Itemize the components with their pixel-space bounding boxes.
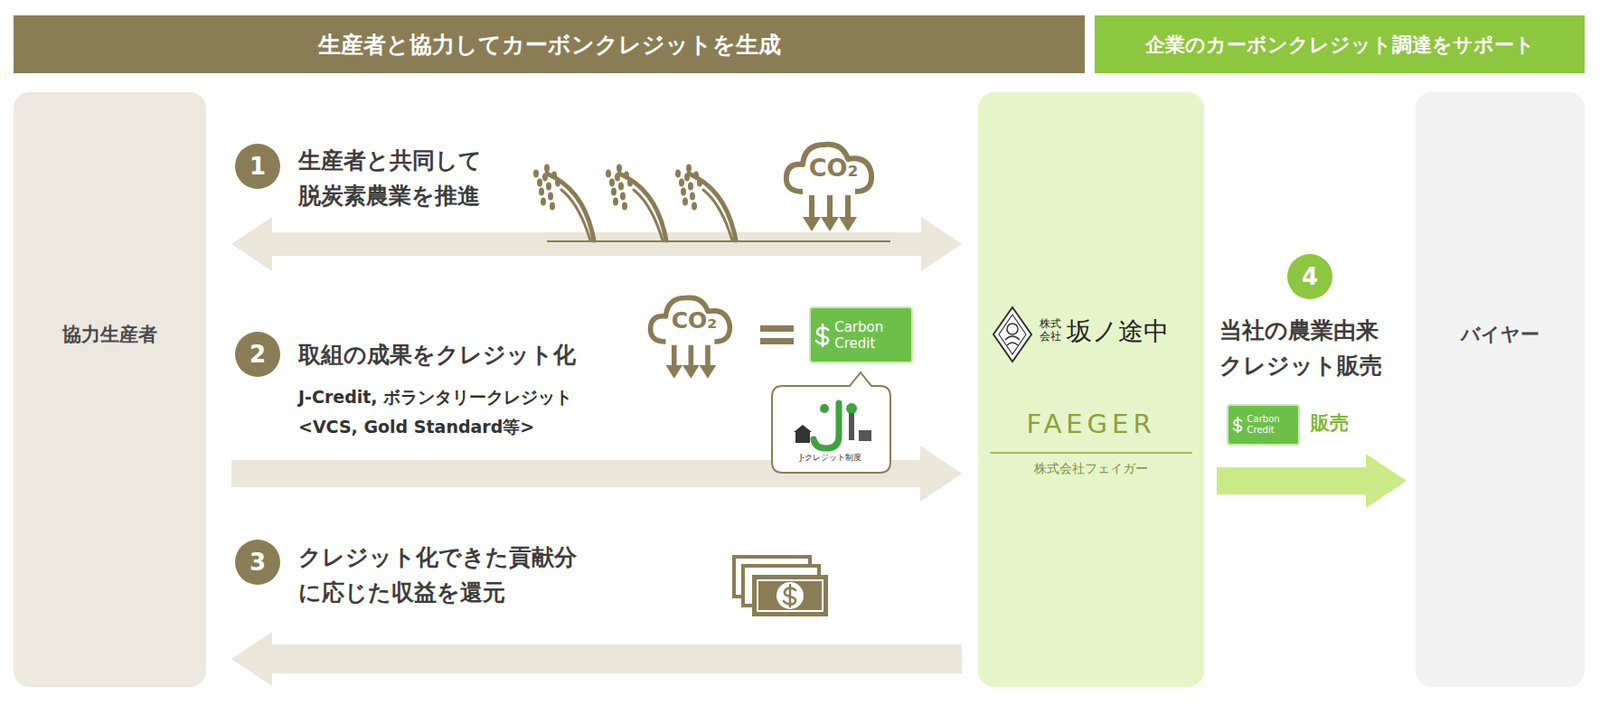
section-band: 生産者と協力してカーボンクレジットを生成 [13, 15, 1085, 74]
edge-label: 当社の農業由来 クレジット販売 [1219, 312, 1405, 384]
text-label: CO₂ [647, 307, 742, 334]
text-label: 販売 [1310, 410, 1375, 436]
equals-sign [760, 325, 794, 345]
flow-arrow [231, 216, 962, 272]
text-label: J-Credit, ボランタリークレジット <VCS, Gold Standar… [298, 382, 588, 443]
callout-number: 4 [1287, 254, 1333, 300]
node-text: 坂ノ途中 [1066, 314, 1199, 349]
section-band: 企業のカーボンクレジット調達をサポート [1094, 15, 1585, 74]
badge-text: Carbon Credit [1247, 414, 1295, 436]
dollar-icon [814, 323, 831, 348]
node-text: FAEGER [978, 408, 1205, 440]
buyer-panel: バイヤー [1415, 92, 1585, 688]
badge-text: Carbon Credit [834, 319, 908, 352]
node-text: 株式会社 [1039, 318, 1063, 344]
edge-label: 生産者と共同して 脱炭素農業を推進 [298, 142, 570, 214]
text-label: J-クレジット制度 [775, 451, 886, 464]
logo-rule [989, 451, 1193, 454]
money-stack [734, 556, 829, 617]
node-text: バイヤー [1415, 321, 1585, 348]
text-label: CO₂ [782, 153, 885, 182]
callout-number: 1 [235, 143, 281, 189]
edge-label: クレジット化できた貢献分 に応じた収益を還元 [298, 539, 642, 611]
producer-panel: 協力生産者 [13, 92, 207, 688]
dollar-icon [1232, 416, 1244, 433]
edge-label: 取組の成果をクレジット化 [298, 337, 606, 373]
node-text: 協力生産者 [13, 321, 207, 348]
company-panel: 株式会社坂ノ途中 FAEGER 株式会社フェイガー [978, 92, 1205, 688]
j-credit-logo [771, 372, 891, 473]
flow-arrow [231, 631, 962, 687]
node-text: 生産者と協力してカーボンクレジットを生成 [13, 29, 1085, 60]
credit-badge: Carbon Credit [1226, 404, 1300, 446]
company-emblem [991, 305, 1034, 364]
callout-number: 2 [235, 331, 281, 377]
flow-arrow [1216, 453, 1407, 509]
callout-number: 3 [235, 539, 281, 585]
credit-badge: Carbon Credit [809, 306, 913, 364]
node-text: 企業のカーボンクレジット調達をサポート [1094, 31, 1585, 58]
node-text: 株式会社フェイガー [978, 461, 1205, 478]
